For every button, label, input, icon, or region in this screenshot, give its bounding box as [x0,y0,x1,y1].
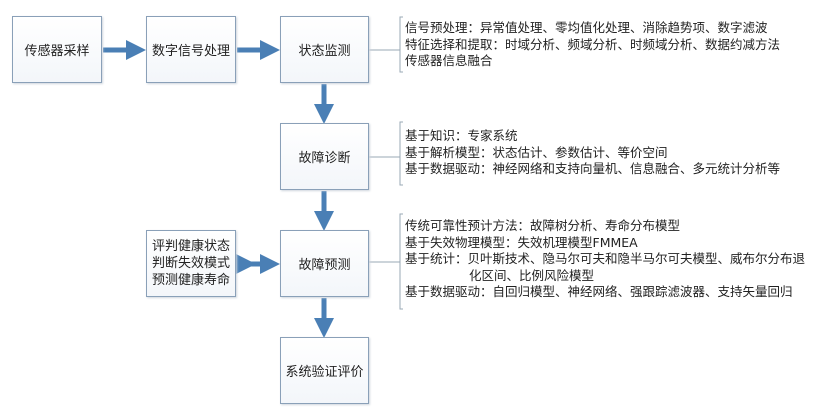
bracket-diagnosis [368,121,403,186]
health-line: 评判健康状态 [151,239,230,254]
box-fault-prognosis: 故障预测 [280,230,369,297]
box-fault-diagnosis: 故障诊断 [280,123,369,190]
note-line: 基于知识：专家系统 [405,128,518,143]
note-line: 基于失效物理模型：失效机理模型FMMEA [405,234,638,250]
box-condition-monitoring: 状态监测 [280,16,369,83]
health-line: 判断失效模式 [151,256,230,271]
note-line: 基于解析模型：状态估计、参数估计、等价空间 [405,144,668,160]
notes-monitoring: 信号预处理：异常值处理、零均值化处理、消除趋势项、数字滤波 特征选择和提取：时域… [405,20,780,70]
note-line: 基于数据驱动：自回归模型、神经网络、强跟踪滤波器、支持矢量回归 [405,284,793,299]
note-line: 信号预处理：异常值处理、零均值化处理、消除趋势项、数字滤波 [405,20,768,35]
note-line: 传感器信息融合 [405,53,493,68]
bracket-monitor [368,16,403,73]
notes-diagnosis: 基于知识：专家系统 基于解析模型：状态估计、参数估计、等价空间 基于数据驱动：神… [405,128,780,178]
box-system-evaluation: 系统验证评价 [280,337,369,404]
note-line: 基于统计：贝叶斯技术、隐马尔可夫和隐半马尔可夫模型、威布尔分布退 [405,251,806,266]
notes-prognosis: 传统可靠性预计方法：故障树分析、寿命分布模型 基于失效物理模型：失效机理模型FM… [405,218,805,301]
health-line: 预测健康寿命 [151,273,230,288]
box-health-assessment: 评判健康状态 判断失效模式 预测健康寿命 [146,230,236,297]
box-sensor-sampling: 传感器采样 [12,16,102,83]
note-line: 基于数据驱动：神经网络和支持向量机、信息融合、多元统计分析等 [405,161,781,176]
bracket-prognosis [368,213,403,310]
box-digital-signal-processing: 数字信号处理 [146,16,236,83]
note-line: 传统可靠性预计方法：故障树分析、寿命分布模型 [405,218,681,233]
note-line: 特征选择和提取：时域分析、频域分析、时频域分析、数据约减方法 [405,36,781,52]
note-line: 化区间、比例风险模型 [469,267,595,283]
